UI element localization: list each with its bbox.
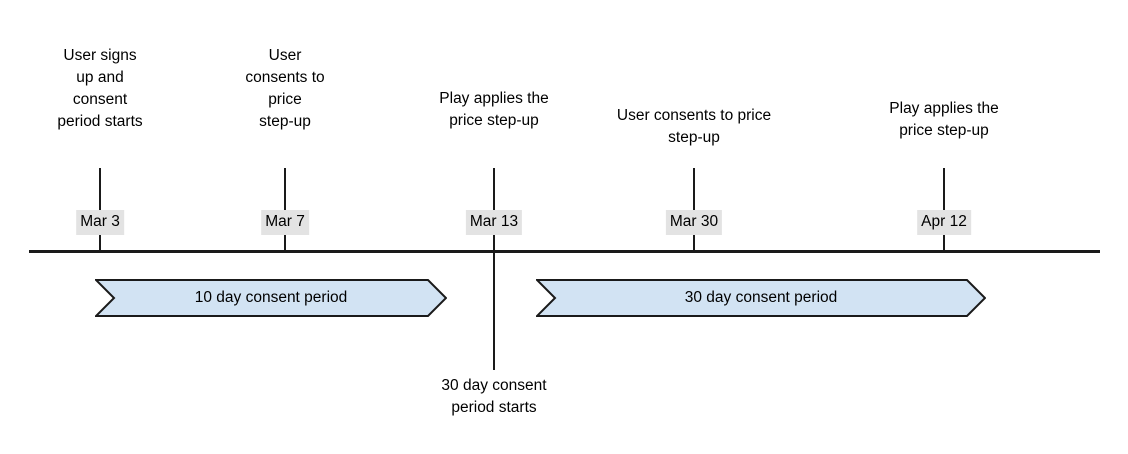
event-caption-consent-30day: User consents to price step-up — [616, 107, 772, 146]
period-bar-period-10-day: 10 day consent period — [95, 279, 447, 317]
below-caption-period-30-start: 30 day consent period starts — [441, 377, 547, 416]
leader-line-period-30-start — [493, 250, 495, 370]
period-bar-period-30-day: 30 day consent period — [536, 279, 986, 317]
event-caption-apply-stepup-1: Play applies the price step-up — [439, 90, 549, 129]
period-label-period-10-day: 10 day consent period — [194, 289, 348, 306]
date-chip-apply-stepup-2: Apr 12 — [917, 210, 971, 236]
date-chip-signup: Mar 3 — [76, 210, 124, 236]
date-chip-consent-30day: Mar 30 — [665, 210, 723, 236]
event-caption-apply-stepup-2: Play applies the price step-up — [889, 100, 999, 139]
date-chip-apply-stepup-1: Mar 13 — [465, 210, 523, 236]
timeline-axis-line — [29, 250, 1100, 253]
chevron-shape-icon — [95, 279, 447, 317]
period-label-period-30-day: 30 day consent period — [684, 289, 838, 306]
event-caption-signup: User signs up and consent period starts — [57, 47, 143, 130]
event-caption-consent-10day: User consents to price step-up — [245, 47, 325, 130]
chevron-shape-icon — [536, 279, 986, 317]
date-chip-consent-10day: Mar 7 — [261, 210, 309, 236]
